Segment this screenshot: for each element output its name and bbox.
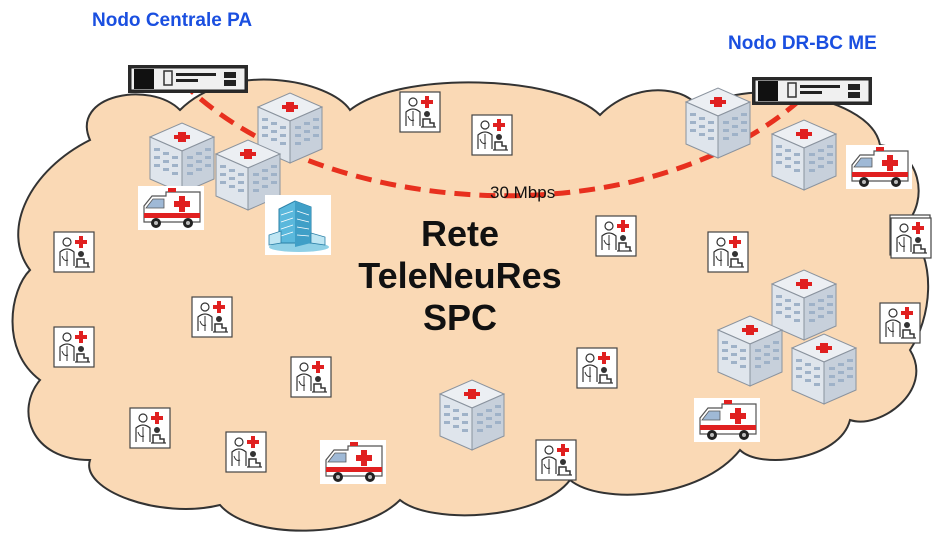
ambulance-icon bbox=[693, 397, 761, 443]
clinic-icon bbox=[53, 326, 95, 368]
clinic-icon bbox=[707, 231, 749, 273]
ambulance-icon bbox=[319, 439, 387, 485]
clinic-icon bbox=[535, 439, 577, 481]
ambulance-icon bbox=[845, 144, 913, 190]
hospital-icon bbox=[717, 315, 783, 387]
clinic-icon bbox=[576, 347, 618, 389]
central-node-label: Nodo Centrale PA bbox=[92, 10, 253, 31]
hospital-icon bbox=[791, 333, 857, 405]
clinic-icon bbox=[879, 302, 921, 344]
server-icon bbox=[127, 64, 249, 94]
clinic-icon bbox=[191, 296, 233, 338]
clinic-icon bbox=[53, 231, 95, 273]
clinic-icon bbox=[225, 431, 267, 473]
clinic-icon bbox=[129, 407, 171, 449]
hospital-icon bbox=[439, 379, 505, 451]
hospital-icon bbox=[771, 119, 837, 191]
clinic-icon bbox=[471, 114, 513, 156]
network-name-line: Rete bbox=[420, 213, 500, 254]
ambulance-icon bbox=[137, 185, 205, 231]
link-bandwidth-label: 30 Mbps bbox=[490, 183, 556, 202]
drbc-node-label: Nodo DR-BC ME bbox=[728, 33, 877, 54]
clinic-icon bbox=[290, 356, 332, 398]
network-name-line: TeleNeuRes bbox=[358, 255, 562, 296]
clinic-icon bbox=[399, 91, 441, 133]
hospital-icon bbox=[685, 87, 751, 159]
hospital-icon bbox=[149, 122, 215, 194]
network-name: Rete TeleNeuRes SPC bbox=[310, 213, 610, 339]
clinic-icon bbox=[890, 217, 932, 259]
network-name-line: SPC bbox=[422, 297, 498, 338]
server-icon bbox=[751, 76, 873, 106]
